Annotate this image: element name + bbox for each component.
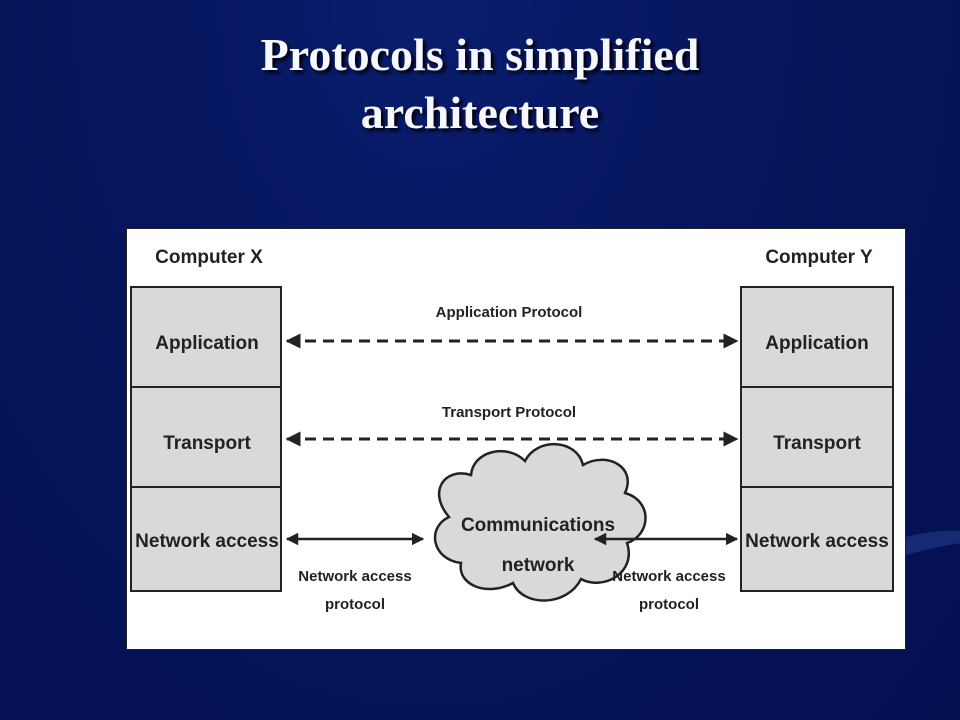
computer-y-network-access-layer — [740, 486, 894, 592]
computer-y-application-label: Application — [765, 333, 868, 354]
computer-y-application-layer — [740, 286, 894, 388]
diagram-canvas: Computer X Application Transport Network… — [130, 247, 894, 613]
computer-x-title: Computer X — [155, 247, 263, 268]
slide-title-line-1: Protocols in simplified — [260, 29, 700, 80]
communications-network-cloud: Communications network — [433, 443, 647, 602]
cloud-label-line-1: Communications — [461, 515, 615, 536]
computer-x-application-label: Application — [155, 333, 258, 354]
slide-title: Protocols in simplified architecture — [0, 26, 960, 142]
computer-x-transport-layer — [130, 386, 282, 488]
network-access-protocol-right-line-1: Network access — [612, 568, 725, 585]
computer-x-application-layer — [130, 286, 282, 388]
computer-x-network-access-layer — [130, 486, 282, 592]
computer-y-stack: Application Transport Network access — [740, 286, 894, 592]
computer-y-transport-label: Transport — [773, 433, 861, 454]
cloud-label-line-2: network — [502, 555, 575, 576]
computer-y-title: Computer Y — [765, 247, 873, 268]
computer-x-network-access-label: Network access — [135, 531, 279, 552]
network-access-protocol-right-line-2: protocol — [639, 596, 699, 613]
computer-x-transport-label: Transport — [163, 433, 251, 454]
computer-x-stack: Application Transport Network access — [130, 286, 282, 592]
transport-protocol-label: Transport Protocol — [442, 404, 576, 421]
computer-y-network-access-label: Network access — [745, 531, 889, 552]
network-access-protocol-left-line-2: protocol — [325, 596, 385, 613]
slide-title-line-2: architecture — [360, 87, 600, 138]
application-protocol-label: Application Protocol — [436, 304, 583, 321]
protocol-architecture-diagram: Computer X Application Transport Network… — [126, 228, 906, 650]
network-access-protocol-left-line-1: Network access — [298, 568, 411, 585]
